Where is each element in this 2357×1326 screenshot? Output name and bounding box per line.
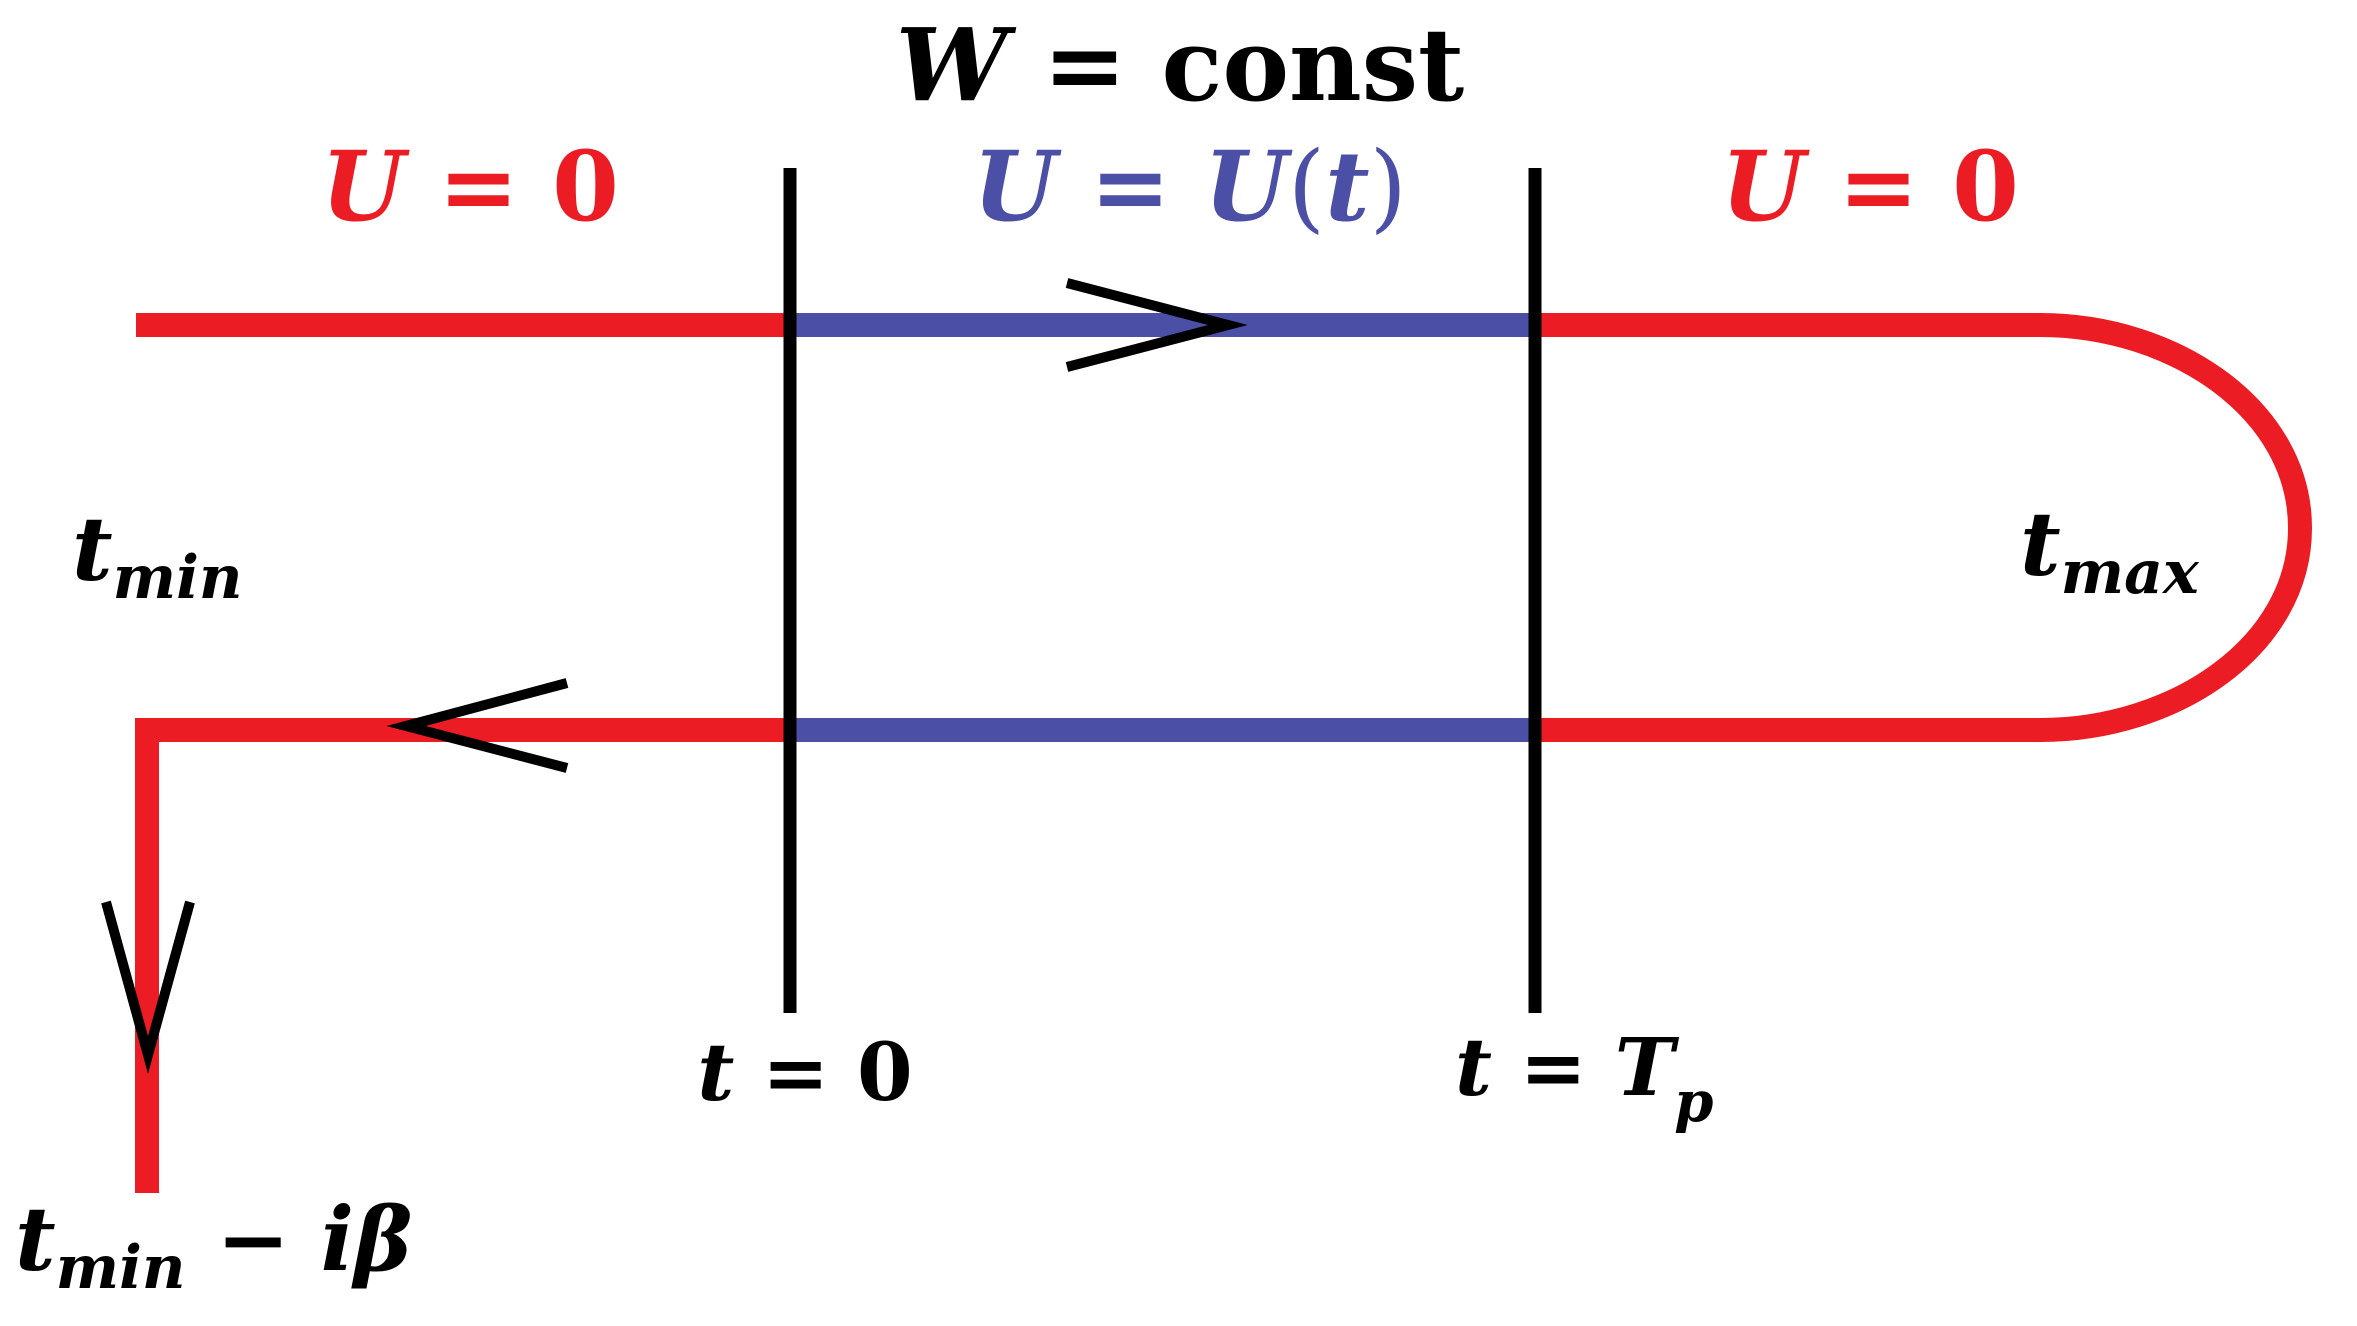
title-variable: W bbox=[896, 6, 1017, 124]
marker-t0-equals: = bbox=[734, 1025, 857, 1119]
region-left-value: 0 bbox=[552, 130, 619, 243]
endpoint-label-tmax: tmax bbox=[2020, 492, 2200, 608]
marker-t0-value: 0 bbox=[857, 1025, 913, 1119]
endpoint-tmax-subscript: max bbox=[2061, 538, 2200, 608]
marker-tp-variable: t bbox=[1455, 1020, 1492, 1114]
endpoint-tmin-beta-subscript: min bbox=[56, 1233, 186, 1303]
region-left-equals: = bbox=[405, 130, 552, 243]
region-label-right: U = 0 bbox=[1721, 130, 2019, 243]
endpoint-tmin-beta-rest: − iβ bbox=[186, 1187, 413, 1291]
arrow-left-icon bbox=[386, 678, 569, 773]
marker-label-tp: t = Tp bbox=[1455, 1020, 1713, 1135]
endpoint-tmin-variable: t bbox=[72, 497, 113, 601]
title-value: const bbox=[1161, 6, 1464, 124]
region-left-variable: U bbox=[321, 130, 410, 243]
region-middle-variable: U bbox=[973, 130, 1062, 243]
region-right-value: 0 bbox=[1952, 130, 2019, 243]
marker-tp-equals: = bbox=[1492, 1020, 1615, 1114]
endpoint-tmax-variable: t bbox=[2020, 492, 2061, 596]
region-label-middle: U = U(t) bbox=[973, 130, 1407, 243]
region-middle-close-paren: ) bbox=[1370, 131, 1407, 243]
region-middle-arg: t bbox=[1325, 130, 1369, 243]
region-middle-open-paren: ( bbox=[1288, 131, 1325, 243]
marker-label-t0: t = 0 bbox=[697, 1025, 912, 1119]
contour-turnaround-arc bbox=[2039, 313, 2313, 742]
diagram-title: W = const bbox=[896, 6, 1465, 124]
title-equals: = bbox=[1008, 6, 1161, 124]
region-middle-func: U bbox=[1204, 130, 1293, 243]
region-middle-equals: = bbox=[1057, 130, 1204, 243]
endpoint-label-tmin: tmin bbox=[72, 497, 243, 613]
endpoint-tmin-beta-variable: t bbox=[15, 1187, 56, 1291]
marker-tp-subscript: p bbox=[1674, 1069, 1713, 1135]
region-right-equals: = bbox=[1805, 130, 1952, 243]
region-right-variable: U bbox=[1721, 130, 1810, 243]
marker-tp-symbol: T bbox=[1615, 1020, 1680, 1114]
marker-t0-variable: t bbox=[697, 1025, 734, 1119]
endpoint-tmin-subscript: min bbox=[113, 543, 243, 613]
region-label-left: U = 0 bbox=[321, 130, 619, 243]
arrow-down-icon bbox=[101, 900, 195, 1074]
endpoint-label-tmin-minus-ibeta: tmin − iβ bbox=[15, 1187, 412, 1303]
arrow-right-icon bbox=[1065, 278, 1248, 372]
